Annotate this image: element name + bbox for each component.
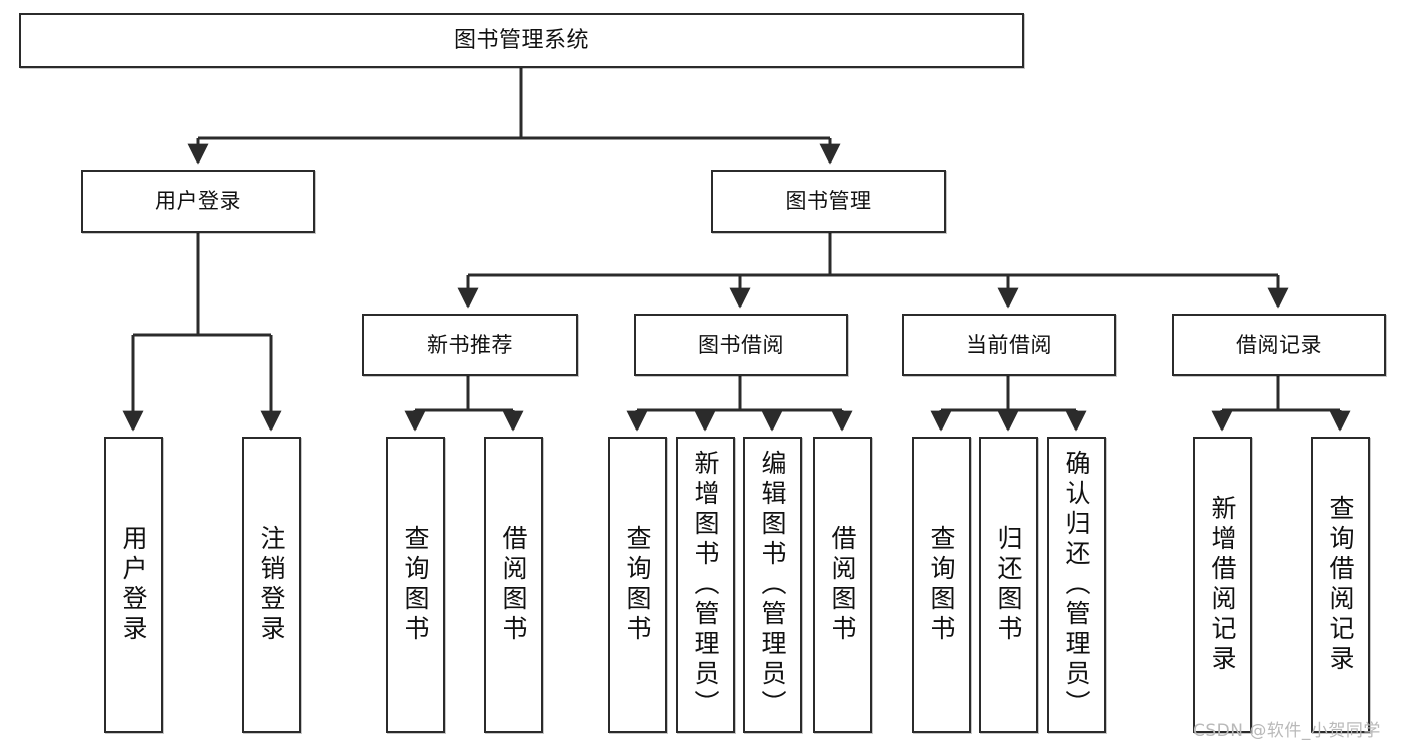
node-label: 确认归还（管理员）	[1062, 450, 1091, 720]
node-label: 图书管理系统	[453, 27, 589, 53]
leaf-user-login-logout[interactable]: 注销登录	[242, 437, 301, 733]
node-label: 借阅记录	[1236, 332, 1322, 357]
leaf-borrow-edit-book-admin[interactable]: 编辑图书（管理员）	[743, 437, 802, 733]
node-book-borrow[interactable]: 图书借阅	[634, 314, 848, 376]
node-label: 借阅图书	[828, 525, 857, 645]
csdn-watermark: CSDN @软件_小贺同学	[1193, 721, 1381, 741]
node-user-login[interactable]: 用户登录	[81, 170, 315, 233]
node-label: 查询图书	[401, 525, 430, 645]
node-current-borrow[interactable]: 当前借阅	[902, 314, 1116, 376]
node-borrow-record[interactable]: 借阅记录	[1172, 314, 1386, 376]
node-label: 注销登录	[257, 525, 286, 645]
node-label: 当前借阅	[966, 332, 1052, 357]
node-root-system[interactable]: 图书管理系统	[19, 13, 1024, 68]
leaf-current-return-book[interactable]: 归还图书	[979, 437, 1038, 733]
node-label: 查询图书	[927, 525, 956, 645]
leaf-recommend-borrow-book[interactable]: 借阅图书	[484, 437, 543, 733]
node-label: 图书借阅	[698, 332, 784, 357]
node-label: 新书推荐	[427, 332, 513, 357]
leaf-borrow-borrow-book[interactable]: 借阅图书	[813, 437, 872, 733]
leaf-current-confirm-return-admin[interactable]: 确认归还（管理员）	[1047, 437, 1106, 733]
leaf-borrow-query-book[interactable]: 查询图书	[608, 437, 667, 733]
leaf-current-query-book[interactable]: 查询图书	[912, 437, 971, 733]
node-label: 用户登录	[155, 189, 241, 214]
node-label: 用户登录	[119, 525, 148, 645]
node-label: 新增图书（管理员）	[691, 450, 720, 720]
leaf-record-add-record[interactable]: 新增借阅记录	[1193, 437, 1252, 733]
node-label: 查询借阅记录	[1326, 495, 1355, 675]
leaf-recommend-query-book[interactable]: 查询图书	[386, 437, 445, 733]
leaf-user-login-login[interactable]: 用户登录	[104, 437, 163, 733]
node-label: 归还图书	[994, 525, 1023, 645]
node-label: 查询图书	[623, 525, 652, 645]
node-label: 新增借阅记录	[1208, 495, 1237, 675]
leaf-borrow-add-book-admin[interactable]: 新增图书（管理员）	[676, 437, 735, 733]
node-label: 编辑图书（管理员）	[758, 450, 787, 720]
node-new-book-recommend[interactable]: 新书推荐	[362, 314, 578, 376]
node-book-management[interactable]: 图书管理	[711, 170, 946, 233]
leaf-record-query-record[interactable]: 查询借阅记录	[1311, 437, 1370, 733]
node-label: 图书管理	[785, 189, 872, 214]
node-label: 借阅图书	[499, 525, 528, 645]
